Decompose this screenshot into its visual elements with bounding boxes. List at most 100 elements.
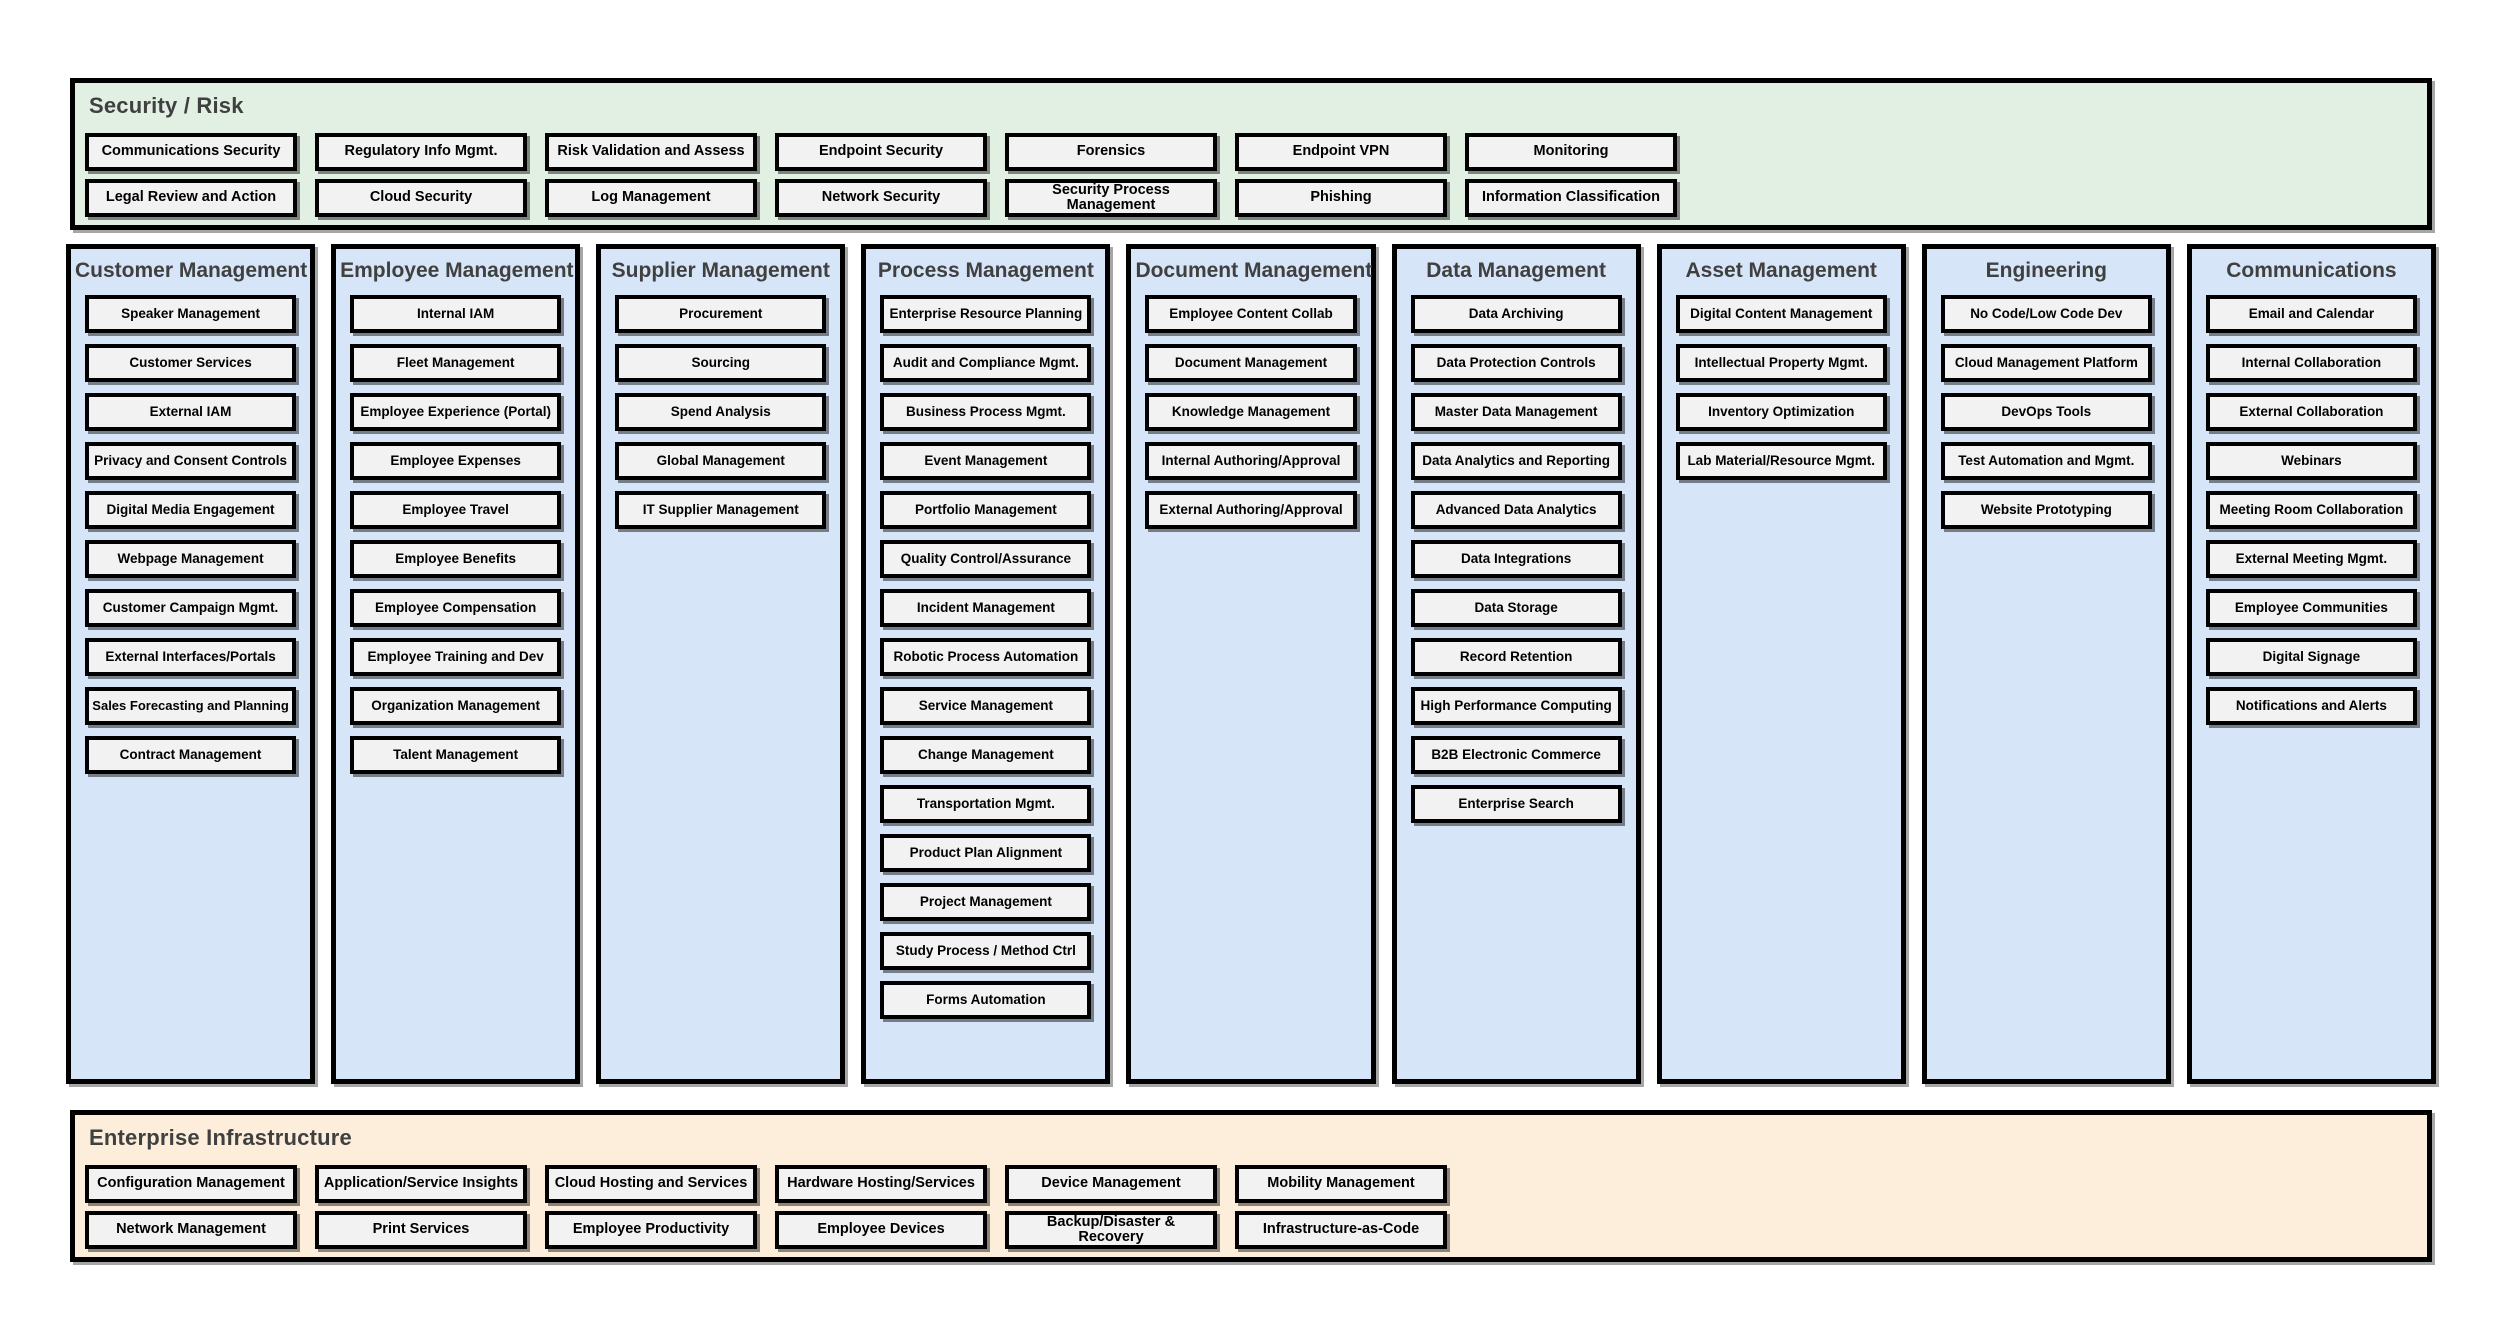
capability-item-devops-tools[interactable]: DevOps Tools [1940,393,2152,431]
capability-item-knowledge-management[interactable]: Knowledge Management [1145,393,1357,431]
capability-item-internal-authoring-approval[interactable]: Internal Authoring/Approval [1145,442,1357,480]
capability-item-employee-training-and-dev[interactable]: Employee Training and Dev [350,638,562,676]
capability-item-website-prototyping[interactable]: Website Prototyping [1940,491,2152,529]
capability-item-lab-material-resource-mgmt[interactable]: Lab Material/Resource Mgmt. [1675,442,1887,480]
capability-chip-forensics[interactable]: Forensics [1005,133,1217,171]
capability-item-advanced-data-analytics[interactable]: Advanced Data Analytics [1410,491,1622,529]
capability-item-external-meeting-mgmt[interactable]: External Meeting Mgmt. [2205,540,2417,578]
capability-item-data-protection-controls[interactable]: Data Protection Controls [1410,344,1622,382]
capability-item-data-storage[interactable]: Data Storage [1410,589,1622,627]
capability-item-external-authoring-approval[interactable]: External Authoring/Approval [1145,491,1357,529]
capability-item-business-process-mgmt[interactable]: Business Process Mgmt. [880,393,1092,431]
capability-item-notifications-and-alerts[interactable]: Notifications and Alerts [2205,687,2417,725]
capability-item-employee-communities[interactable]: Employee Communities [2205,589,2417,627]
capability-item-project-management[interactable]: Project Management [880,883,1092,921]
capability-item-no-code-low-code-dev[interactable]: No Code/Low Code Dev [1940,295,2152,333]
capability-item-study-process-method-ctrl[interactable]: Study Process / Method Ctrl [880,932,1092,970]
capability-item-webpage-management[interactable]: Webpage Management [85,540,297,578]
capability-chip-device-management[interactable]: Device Management [1005,1165,1217,1203]
capability-item-product-plan-alignment[interactable]: Product Plan Alignment [880,834,1092,872]
capability-item-fleet-management[interactable]: Fleet Management [350,344,562,382]
capability-chip-configuration-management[interactable]: Configuration Management [85,1165,297,1203]
capability-item-inventory-optimization[interactable]: Inventory Optimization [1675,393,1887,431]
capability-item-contract-management[interactable]: Contract Management [85,736,297,774]
capability-item-email-and-calendar[interactable]: Email and Calendar [2205,295,2417,333]
capability-chip-monitoring[interactable]: Monitoring [1465,133,1677,171]
capability-chip-infrastructure-as-code[interactable]: Infrastructure-as-Code [1235,1211,1447,1249]
capability-chip-endpoint-security[interactable]: Endpoint Security [775,133,987,171]
capability-item-employee-experience-portal[interactable]: Employee Experience (Portal) [350,393,562,431]
capability-item-digital-content-management[interactable]: Digital Content Management [1675,295,1887,333]
capability-item-change-management[interactable]: Change Management [880,736,1092,774]
capability-item-cloud-management-platform[interactable]: Cloud Management Platform [1940,344,2152,382]
capability-chip-application-service-insights[interactable]: Application/Service Insights [315,1165,527,1203]
capability-item-document-management[interactable]: Document Management [1145,344,1357,382]
capability-item-employee-content-collab[interactable]: Employee Content Collab [1145,295,1357,333]
capability-chip-mobility-management[interactable]: Mobility Management [1235,1165,1447,1203]
capability-item-intellectual-property-mgmt[interactable]: Intellectual Property Mgmt. [1675,344,1887,382]
capability-item-data-analytics-and-reporting[interactable]: Data Analytics and Reporting [1410,442,1622,480]
capability-item-digital-signage[interactable]: Digital Signage [2205,638,2417,676]
capability-item-sales-forecasting-and-planning[interactable]: Sales Forecasting and Planning [85,687,297,725]
capability-item-record-retention[interactable]: Record Retention [1410,638,1622,676]
capability-item-robotic-process-automation[interactable]: Robotic Process Automation [880,638,1092,676]
capability-item-b2b-electronic-commerce[interactable]: B2B Electronic Commerce [1410,736,1622,774]
capability-chip-legal-review-and-action[interactable]: Legal Review and Action [85,179,297,217]
capability-item-data-integrations[interactable]: Data Integrations [1410,540,1622,578]
capability-chip-phishing[interactable]: Phishing [1235,179,1447,217]
capability-chip-employee-devices[interactable]: Employee Devices [775,1211,987,1249]
capability-item-quality-control-assurance[interactable]: Quality Control/Assurance [880,540,1092,578]
capability-item-privacy-and-consent-controls[interactable]: Privacy and Consent Controls [85,442,297,480]
capability-item-internal-iam[interactable]: Internal IAM [350,295,562,333]
capability-chip-hardware-hosting-services[interactable]: Hardware Hosting/Services [775,1165,987,1203]
capability-item-audit-and-compliance-mgmt[interactable]: Audit and Compliance Mgmt. [880,344,1092,382]
capability-item-high-performance-computing[interactable]: High Performance Computing [1410,687,1622,725]
capability-chip-communications-security[interactable]: Communications Security [85,133,297,171]
capability-chip-endpoint-vpn[interactable]: Endpoint VPN [1235,133,1447,171]
capability-item-incident-management[interactable]: Incident Management [880,589,1092,627]
capability-item-organization-management[interactable]: Organization Management [350,687,562,725]
capability-item-global-management[interactable]: Global Management [615,442,827,480]
capability-item-enterprise-resource-planning[interactable]: Enterprise Resource Planning [880,295,1092,333]
capability-item-employee-benefits[interactable]: Employee Benefits [350,540,562,578]
capability-chip-employee-productivity[interactable]: Employee Productivity [545,1211,757,1249]
capability-item-it-supplier-management[interactable]: IT Supplier Management [615,491,827,529]
capability-item-forms-automation[interactable]: Forms Automation [880,981,1092,1019]
capability-item-webinars[interactable]: Webinars [2205,442,2417,480]
capability-item-enterprise-search[interactable]: Enterprise Search [1410,785,1622,823]
capability-chip-log-management[interactable]: Log Management [545,179,757,217]
capability-item-external-iam[interactable]: External IAM [85,393,297,431]
capability-item-employee-compensation[interactable]: Employee Compensation [350,589,562,627]
capability-item-speaker-management[interactable]: Speaker Management [85,295,297,333]
capability-item-talent-management[interactable]: Talent Management [350,736,562,774]
capability-item-customer-campaign-mgmt[interactable]: Customer Campaign Mgmt. [85,589,297,627]
capability-item-employee-expenses[interactable]: Employee Expenses [350,442,562,480]
capability-chip-regulatory-info-mgmt[interactable]: Regulatory Info Mgmt. [315,133,527,171]
capability-item-external-collaboration[interactable]: External Collaboration [2205,393,2417,431]
capability-item-spend-analysis[interactable]: Spend Analysis [615,393,827,431]
capability-item-data-archiving[interactable]: Data Archiving [1410,295,1622,333]
capability-item-transportation-mgmt[interactable]: Transportation Mgmt. [880,785,1092,823]
capability-item-test-automation-and-mgmt[interactable]: Test Automation and Mgmt. [1940,442,2152,480]
capability-chip-information-classification[interactable]: Information Classification [1465,179,1677,217]
capability-item-service-management[interactable]: Service Management [880,687,1092,725]
capability-item-procurement[interactable]: Procurement [615,295,827,333]
capability-chip-cloud-security[interactable]: Cloud Security [315,179,527,217]
capability-item-sourcing[interactable]: Sourcing [615,344,827,382]
capability-chip-network-management[interactable]: Network Management [85,1211,297,1249]
capability-chip-backup-disaster-and-recovery[interactable]: Backup/Disaster & Recovery [1005,1211,1217,1249]
capability-item-event-management[interactable]: Event Management [880,442,1092,480]
capability-item-employee-travel[interactable]: Employee Travel [350,491,562,529]
capability-item-customer-services[interactable]: Customer Services [85,344,297,382]
capability-item-portfolio-management[interactable]: Portfolio Management [880,491,1092,529]
capability-item-meeting-room-collaboration[interactable]: Meeting Room Collaboration [2205,491,2417,529]
capability-item-master-data-management[interactable]: Master Data Management [1410,393,1622,431]
capability-item-external-interfaces-portals[interactable]: External Interfaces/Portals [85,638,297,676]
capability-item-digital-media-engagement[interactable]: Digital Media Engagement [85,491,297,529]
capability-chip-cloud-hosting-and-services[interactable]: Cloud Hosting and Services [545,1165,757,1203]
capability-chip-print-services[interactable]: Print Services [315,1211,527,1249]
capability-chip-security-process-management[interactable]: Security Process Management [1005,179,1217,217]
capability-chip-network-security[interactable]: Network Security [775,179,987,217]
capability-item-internal-collaboration[interactable]: Internal Collaboration [2205,344,2417,382]
capability-chip-risk-validation-and-assess[interactable]: Risk Validation and Assess [545,133,757,171]
